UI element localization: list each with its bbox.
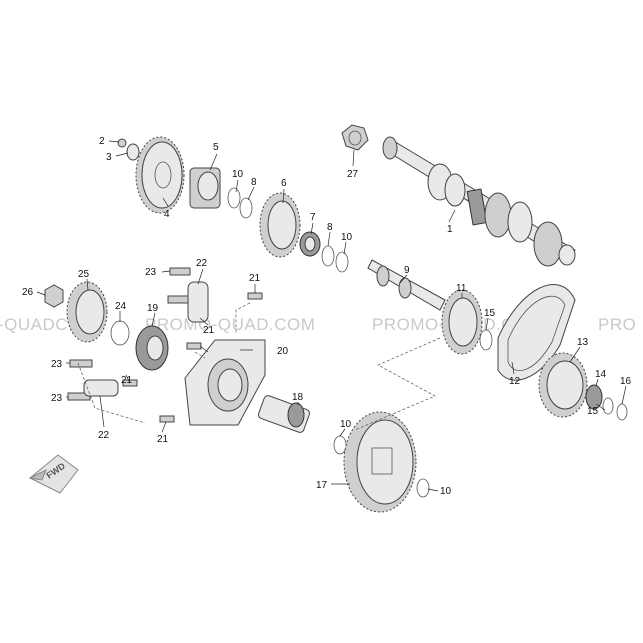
counter-shaft-part-9: [367, 259, 446, 311]
callout-10-a: 10: [232, 169, 244, 180]
nut-part-27: [341, 124, 369, 151]
callout-2: 2: [99, 136, 105, 147]
callout-13: 13: [577, 337, 589, 348]
gear-part-13: [538, 352, 588, 418]
callout-14: 14: [595, 369, 607, 380]
gear-part-17: [343, 411, 417, 513]
callout-21-b: 21: [203, 325, 215, 336]
callout-16: 16: [620, 376, 632, 387]
callout-6: 6: [281, 178, 287, 189]
washers-part-15-16: [602, 397, 628, 421]
watermark-right: PRO: [598, 315, 636, 334]
main-shaft-part-1: [382, 136, 576, 267]
callout-5: 5: [213, 142, 219, 153]
callout-10-d: 10: [440, 486, 452, 497]
washer-part-2-3: [117, 138, 140, 161]
callout-21-a: 21: [249, 273, 261, 284]
callout-24: 24: [115, 301, 127, 312]
washer-part-10c: [333, 435, 347, 455]
callout-25: 25: [78, 269, 90, 280]
callout-22-a: 22: [196, 258, 208, 269]
bearing-part-7: [299, 231, 321, 257]
callout-7: 7: [310, 212, 316, 223]
sprocket-part-5: [189, 167, 221, 209]
assembly-dash-lines: [77, 302, 441, 431]
callout-10-c: 10: [340, 419, 352, 430]
chain-part-12: [497, 284, 576, 381]
callout-21-c: 21: [121, 375, 133, 386]
bearing-part-14: [585, 384, 603, 410]
washer-part-24: [110, 320, 130, 346]
forward-direction-arrow: FWD: [28, 454, 79, 494]
washers-part-10-8: [227, 187, 253, 219]
callout-18: 18: [292, 392, 304, 403]
gear-part-11: [441, 289, 483, 355]
callout-22-b: 22: [98, 430, 110, 441]
callout-15-a: 15: [484, 308, 496, 319]
callout-19: 19: [147, 303, 159, 314]
gear-part-6: [259, 192, 301, 258]
callout-20: 20: [277, 346, 289, 357]
callout-8-b: 8: [327, 222, 333, 233]
callout-23-a: 23: [145, 267, 157, 278]
shaft-part-18: [257, 395, 311, 433]
plates-part-22: [83, 281, 209, 397]
callout-21-d: 21: [157, 434, 169, 445]
callout-9: 9: [404, 265, 410, 276]
callout-4: 4: [164, 209, 170, 220]
callout-15-b: 15: [587, 406, 599, 417]
nut-part-26: [44, 284, 64, 308]
callout-17: 17: [316, 480, 328, 491]
gear-part-4: [135, 136, 185, 214]
callout-27: 27: [347, 169, 359, 180]
housing-part-20: [184, 339, 266, 426]
bearing-part-19: [135, 325, 169, 371]
callout-11: 11: [456, 283, 467, 294]
gear-part-25: [66, 281, 108, 343]
callout-8-a: 8: [251, 177, 257, 188]
washer-part-10d: [416, 478, 430, 498]
washers-part-8-10: [321, 245, 349, 273]
callout-1: 1: [447, 224, 453, 235]
leader-lines: [36, 140, 627, 492]
watermark-center-left: PROMO-QUAD.COM: [145, 315, 315, 334]
callout-23-c: 23: [51, 393, 63, 404]
callout-labels: 2 3 4 5 10 8 6 7 8 10 27 1 9 11 15 12 13…: [22, 136, 632, 497]
callout-12: 12: [509, 376, 521, 387]
callout-23-b: 23: [51, 359, 63, 370]
callout-10-b: 10: [341, 232, 353, 243]
callout-3: 3: [106, 152, 112, 163]
callout-26: 26: [22, 287, 34, 298]
